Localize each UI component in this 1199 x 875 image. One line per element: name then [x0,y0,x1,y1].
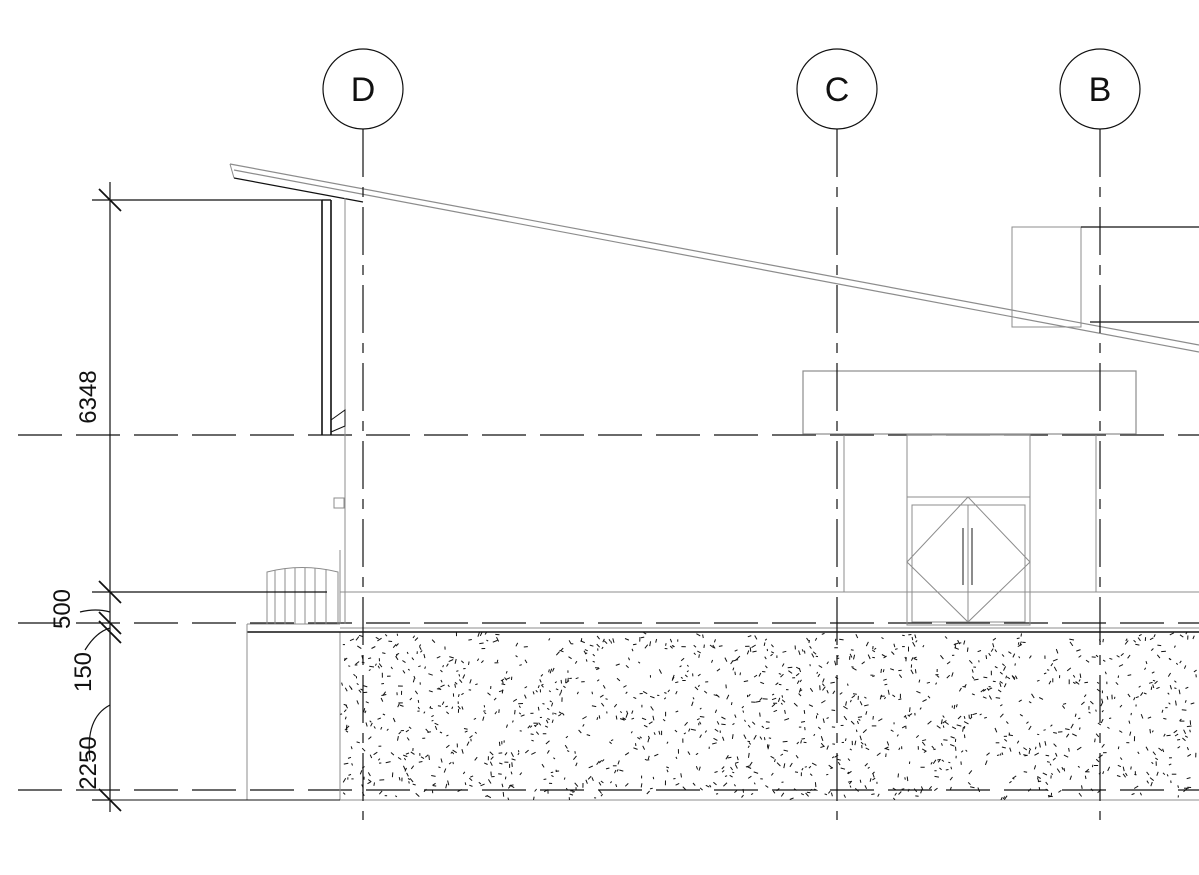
tick-top [98,188,122,212]
foundation [110,623,1199,801]
roof-end [229,163,235,179]
leader-150 [84,627,111,651]
wall-fixture [333,497,345,509]
tick-800 [98,788,122,812]
tick-623 [98,611,122,635]
dimension-string [79,182,327,812]
entrance-canopy [802,370,1137,435]
railing [266,567,339,624]
grid-label-b: B [1089,71,1112,109]
upper-structure [1011,226,1082,328]
roof-line-bottom [233,169,1199,353]
leader-500 [79,609,111,613]
grid-line-c: C [796,48,878,820]
dim-150: 150 [70,652,97,692]
foundation-outline [339,631,1199,801]
grid-label-c: C [825,71,850,109]
building-elevation [229,163,1199,629]
double-door [906,496,1031,623]
roof-line-top [229,163,1199,346]
tick-592 [98,580,122,604]
dim-2250: 2250 [75,736,102,789]
grid-label-d: D [351,71,376,109]
bracket-detail [330,409,346,433]
grid-bubble-b [1059,48,1141,130]
level-lines [18,434,1199,791]
leader-2250 [88,704,111,761]
dim-6348: 6348 [75,370,102,423]
grid-bubble-c [796,48,878,130]
dim-500: 500 [49,589,76,629]
dimension-labels: 6348 500 150 2250 [49,370,102,789]
roof-soffit [233,177,364,203]
grid-line-d: D [322,48,404,820]
grid-lines: D C B [322,48,1141,820]
grid-line-b: B [1059,48,1141,820]
grid-bubble-d [322,48,404,130]
tick-632 [98,620,122,644]
foundation-stipple [340,632,1197,800]
door-surround [906,434,1031,626]
